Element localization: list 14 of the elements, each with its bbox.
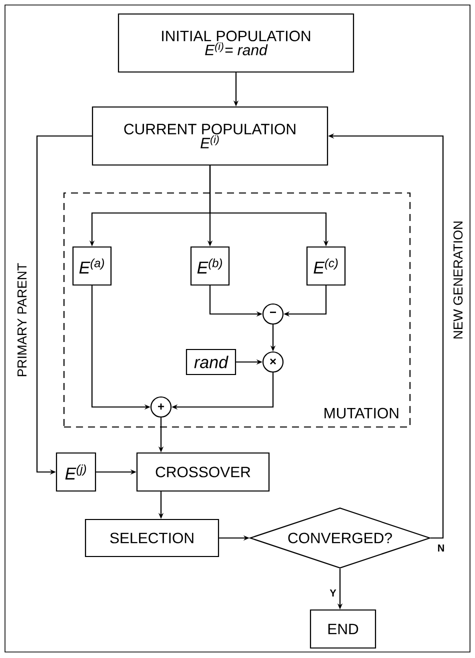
process-box: SELECTION	[84, 518, 220, 558]
end-box: END	[310, 609, 376, 649]
input-box: rand	[186, 348, 236, 376]
branch-label: Y	[330, 590, 336, 596]
vector-box: E$^{(b)}$	[190, 246, 230, 286]
process-box: CURRENT POPULATION E$^{(i)}$	[92, 106, 328, 166]
edge-label: NEW GENERATION	[452, 220, 464, 340]
vector-box: E$^{(c)}$	[306, 246, 346, 286]
edge-label: PRIMARY PARENT	[16, 262, 28, 378]
vector-box: E$^{(j)}$	[56, 452, 96, 492]
branch-label: N	[438, 544, 444, 552]
process-box: CROSSOVER	[136, 452, 270, 492]
vector-box: E$^{(a)}$	[72, 246, 112, 286]
process-box: INITIAL POPULATION E$^{(i)}$= rand	[118, 13, 354, 73]
